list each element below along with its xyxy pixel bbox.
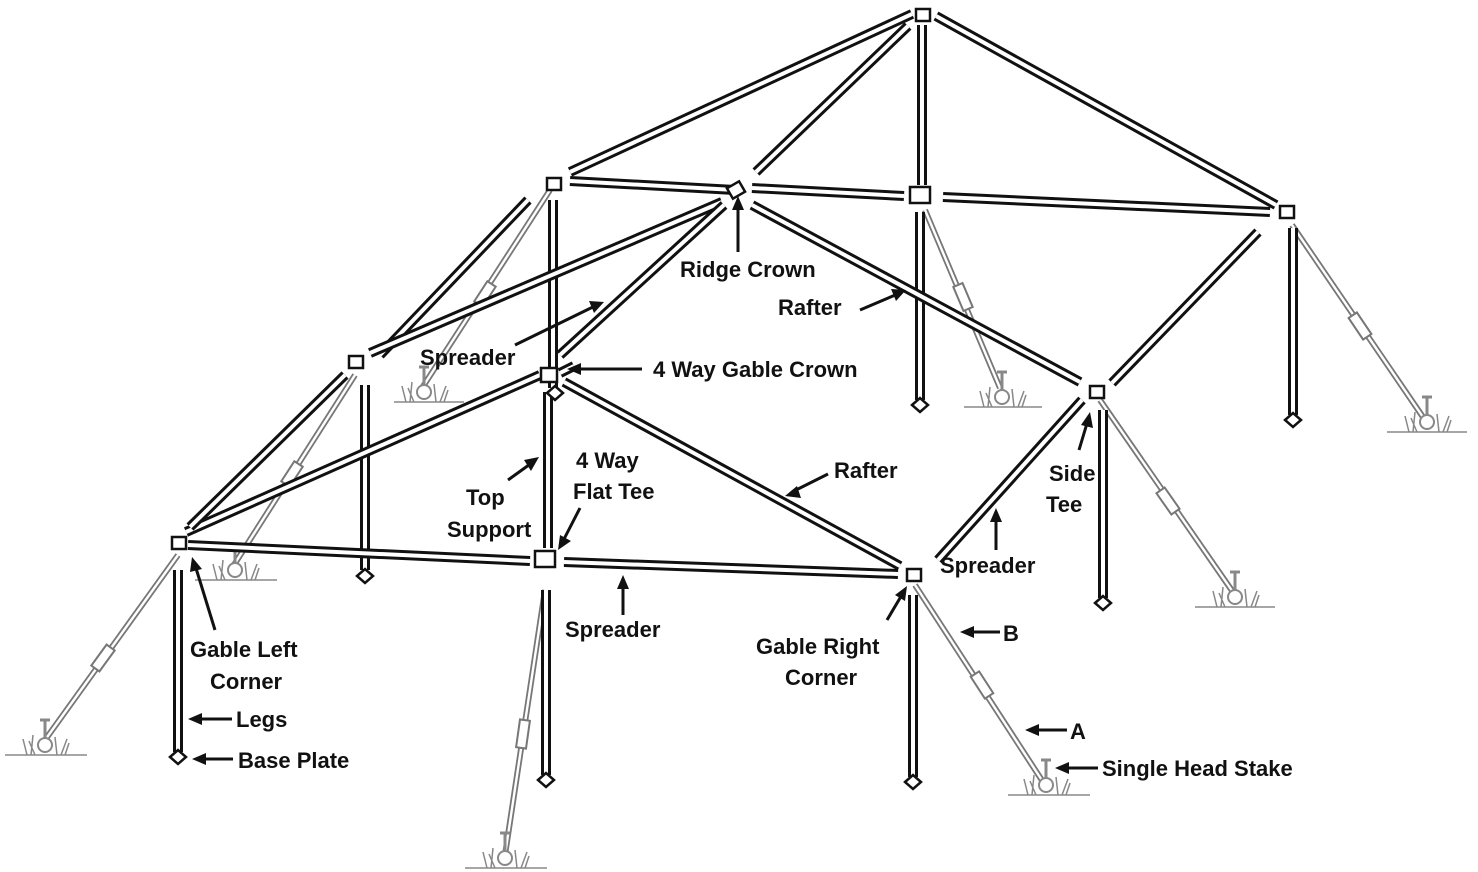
arrow-a: [1025, 724, 1067, 736]
label-spreader-right: Spreader: [940, 553, 1036, 578]
arrow-spreader-right: [990, 508, 1002, 550]
spreader: [187, 540, 531, 566]
base-plate: [910, 396, 930, 414]
spreader: [942, 192, 1271, 217]
label-single-head-stake: Single Head Stake: [1102, 756, 1293, 781]
guy-line: [922, 208, 1003, 390]
rafter: [749, 200, 1083, 387]
rafter: [933, 11, 1279, 210]
label-gable-left-2: Corner: [210, 669, 283, 694]
four-way-flat-tee-fitting: [533, 549, 557, 569]
base-plates: [168, 384, 1303, 791]
rafter: [368, 197, 724, 358]
gable-right-corner-fitting: [905, 567, 923, 583]
arrow-flat-tee: [558, 507, 582, 550]
label-side-tee-2: Tee: [1046, 492, 1082, 517]
arrow-gable-crown: [567, 363, 642, 375]
rafter: [183, 370, 543, 537]
stake: [394, 365, 464, 403]
arrow-rafter-top: [859, 289, 906, 312]
rafter: [561, 377, 903, 571]
base-plate: [1283, 411, 1303, 429]
label-rafter-mid: Rafter: [834, 458, 898, 483]
arrow-legs: [188, 713, 232, 725]
stake: [465, 831, 547, 869]
label-flat-tee-1: 4 Way: [576, 448, 640, 473]
spreader: [934, 396, 1086, 564]
arrow-spreader-front: [617, 575, 629, 615]
arrow-top-support: [507, 457, 539, 482]
rafter: [567, 9, 915, 177]
arrow-gable-right: [885, 586, 907, 621]
spreader: [751, 183, 905, 201]
guy-line: [912, 583, 1048, 787]
base-plate: [545, 384, 565, 402]
label-base-plate: Base Plate: [238, 748, 349, 773]
arrow-ridge-crown: [732, 196, 744, 252]
callout-arrows: [188, 196, 1098, 774]
label-spreader-front: Spreader: [565, 617, 661, 642]
base-plate: [355, 567, 375, 585]
spreader: [563, 557, 899, 579]
rafter: [556, 201, 728, 359]
corner-fitting: [1278, 204, 1296, 220]
base-plate: [903, 773, 923, 791]
label-top-support-2: Support: [447, 517, 532, 542]
label-b: B: [1003, 621, 1019, 646]
label-gable-right-2: Corner: [785, 665, 858, 690]
guy-line: [502, 589, 548, 856]
label-gable-crown: 4 Way Gable Crown: [653, 357, 858, 382]
side-tee-fitting: [1088, 384, 1106, 400]
spreader: [569, 176, 736, 195]
ridge-crown-fitting: [725, 179, 747, 201]
stake: [1195, 570, 1275, 608]
label-legs: Legs: [236, 707, 287, 732]
stakes: [5, 365, 1467, 869]
guy-line: [42, 553, 181, 742]
stake: [964, 370, 1042, 408]
base-plate: [536, 771, 556, 789]
gable-crown-fitting: [914, 7, 932, 23]
label-side-tee-1: Side: [1049, 461, 1095, 486]
rafter: [376, 196, 532, 359]
rafter: [752, 22, 912, 176]
stake: [5, 718, 87, 756]
arrow-rafter-mid: [785, 472, 829, 498]
frame-pipes: [173, 9, 1298, 777]
arrow-spreader-top: [514, 301, 604, 347]
guy-lines: [42, 188, 1428, 856]
label-rafter-top: Rafter: [778, 295, 842, 320]
four-way-flat-tee-fitting: [908, 185, 932, 205]
arrow-side-tee: [1077, 412, 1093, 451]
label-ridge-crown: Ridge Crown: [680, 257, 816, 282]
fittings: [170, 7, 1296, 583]
side-tee-fitting: [347, 354, 365, 370]
corner-fitting: [545, 176, 563, 192]
base-plate: [1093, 594, 1113, 612]
arrow-gable-left: [190, 557, 217, 631]
gable-left-corner-fitting: [170, 535, 188, 551]
arrow-base-plate: [192, 753, 233, 765]
label-flat-tee-2: Flat Tee: [573, 479, 655, 504]
stake: [1387, 395, 1467, 433]
four-way-gable-crown-fitting: [539, 366, 559, 384]
stake: [195, 543, 277, 581]
guy-line: [1289, 223, 1428, 422]
labels: Ridge Crown Rafter Spreader 4 Way Gable …: [190, 257, 1293, 781]
arrow-stake: [1055, 762, 1098, 774]
label-spreader-top: Spreader: [420, 345, 516, 370]
spreader: [1108, 228, 1262, 387]
label-top-support-1: Top: [466, 485, 505, 510]
arrow-b: [960, 626, 1000, 638]
label-a: A: [1070, 719, 1086, 744]
rafter: [186, 371, 349, 531]
base-plate: [168, 748, 188, 766]
stake: [1008, 758, 1090, 796]
guy-line: [1097, 398, 1238, 597]
label-gable-left-1: Gable Left: [190, 637, 298, 662]
label-gable-right-1: Gable Right: [756, 634, 880, 659]
